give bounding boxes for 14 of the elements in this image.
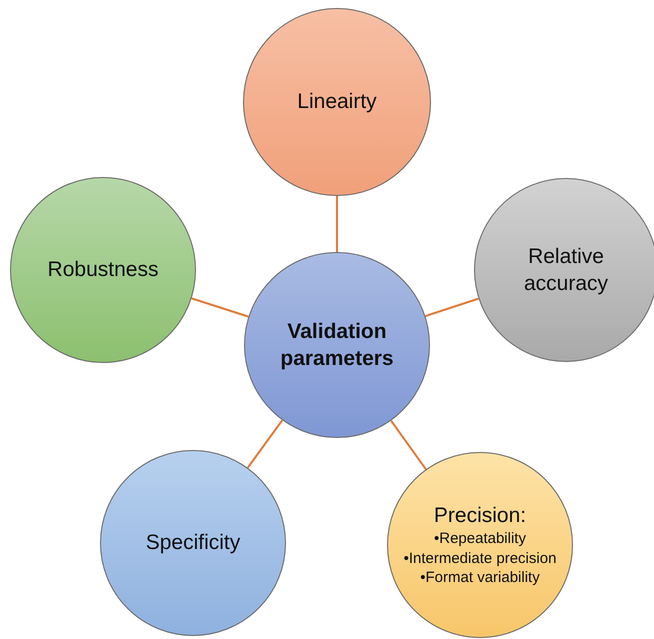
- node-title: Lineairty: [297, 89, 377, 116]
- list-item: •Intermediate precision: [404, 548, 556, 568]
- connector-line: [425, 298, 479, 317]
- connector-line: [246, 420, 284, 468]
- list-item: •Format variability: [420, 568, 540, 588]
- connector-line: [191, 297, 249, 318]
- connector-line: [336, 196, 338, 252]
- node-title: Precision:: [434, 503, 526, 530]
- node-title: Robustness: [48, 257, 158, 284]
- node-title: Validation parameters: [279, 318, 395, 372]
- node-title: Specificity: [146, 530, 240, 556]
- connector-line: [390, 420, 427, 470]
- list-item: •Repeatability: [434, 529, 526, 549]
- node-title: Relative accuracy: [522, 244, 610, 297]
